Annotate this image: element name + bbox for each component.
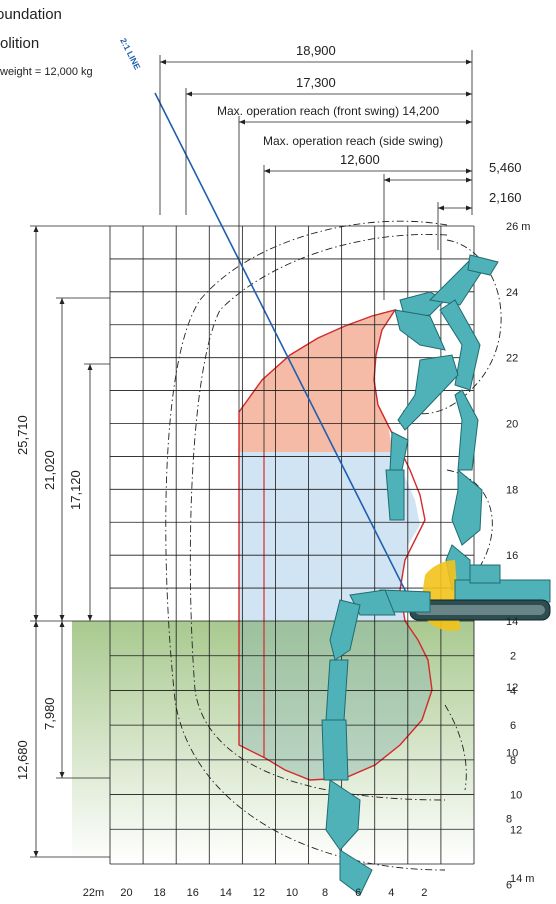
y-tick-label: 12 (510, 824, 522, 836)
ground-area (72, 621, 474, 863)
machine-lower-reach (321, 589, 431, 896)
zone-salmon (239, 310, 395, 452)
y-tick-label: 10 (506, 748, 518, 760)
y-tick-label: 22 (506, 353, 518, 365)
x-tick-label: 2 (421, 887, 427, 899)
x-tick-label: 20 (120, 887, 132, 899)
dim-front-swing: Max. operation reach (front swing) 14,20… (217, 104, 439, 118)
dim-5460: 5,460 (489, 160, 522, 175)
y-tick-label: 14 (506, 616, 518, 628)
x-tick-label: 4 (388, 887, 394, 899)
dim-25710: 25,710 (15, 415, 30, 455)
x-tick-label: 10 (286, 887, 298, 899)
cab (469, 564, 501, 584)
dim-2160: 2,160 (489, 190, 522, 205)
y-tick-label: 6 (510, 720, 516, 732)
y-tick-label: 4 (510, 685, 516, 697)
dim-side-swing-label: Max. operation reach (side swing) (263, 134, 443, 148)
x-tick-label: 14 (220, 887, 232, 899)
y-tick-label: 12 (506, 682, 518, 694)
weight-note: weight = 12,000 kg (0, 66, 93, 78)
y-tick-label: 14 m (510, 873, 534, 885)
y-tick-label: 24 (506, 287, 518, 299)
y-tick-label: 18 (506, 484, 518, 496)
slope-line (154, 92, 417, 613)
y-tick-label: 2 (510, 651, 516, 663)
dim-12680: 12,680 (15, 740, 30, 780)
title-line-2: olition (0, 35, 40, 52)
x-tick-label: 12 (253, 887, 265, 899)
machine-upper-reach (385, 254, 499, 591)
y-tick-label: 26 m (506, 221, 530, 233)
dim-7980: 7,980 (42, 697, 57, 730)
x-tick-label: 18 (154, 887, 166, 899)
x-tick-label: 16 (187, 887, 199, 899)
x-tick-label: 6 (355, 887, 361, 899)
upper-body (454, 579, 551, 603)
grid (109, 225, 475, 865)
x-tick-label: 22m (83, 887, 104, 899)
y-tick-label: 10 (510, 790, 522, 802)
dimension-arrows (33, 59, 472, 857)
machine-base (409, 560, 551, 631)
x-tick-label: 8 (322, 887, 328, 899)
y-tick-label: 6 (506, 879, 512, 891)
dim-18900: 18,900 (296, 43, 336, 58)
dim-17120: 17,120 (68, 470, 83, 510)
x-axis-labels: 22m 20 18 16 14 12 10 8 6 4 2 (83, 887, 428, 899)
y-tick-label: 8 (510, 755, 516, 767)
red-envelope-outer (238, 308, 433, 781)
slope-line-label: 2:1 LINE (118, 36, 142, 71)
title-line-1: oundation (0, 6, 62, 23)
track-inner (415, 605, 545, 615)
dim-12600: 12,600 (340, 152, 380, 167)
dim-21020: 21,020 (42, 450, 57, 490)
dim-17300: 17,300 (296, 75, 336, 90)
y-tick-label: 20 (506, 419, 518, 431)
y-tick-label: 16 (506, 550, 518, 562)
y-tick-label: 8 (506, 814, 512, 826)
